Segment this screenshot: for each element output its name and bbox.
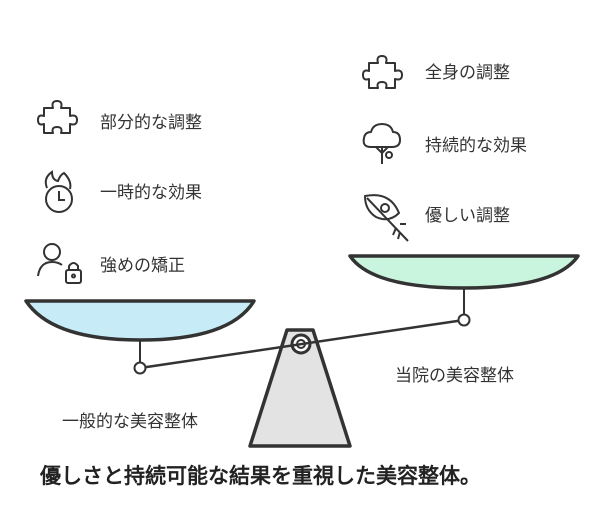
left-pan [24,299,256,342]
user-lock-icon [37,243,82,284]
right-pan [348,254,580,290]
right-pan-caption: 当院の美容整体 [395,366,514,386]
left-item-label: 部分的な調整 [100,113,202,133]
scale-beam [139,318,465,370]
clock-fire-icon [44,170,73,213]
fulcrum [248,328,352,448]
right-item-label: 優しい調整 [425,206,510,226]
left-pan-caption: 一般的な美容整体 [62,412,198,432]
left-item-label: 一時的な効果 [100,183,202,203]
left-joint [133,361,147,375]
puzzle-icon [37,100,78,134]
right-joint [457,313,471,327]
right-item-label: 持続的な効果 [425,136,527,156]
puzzle-icon [362,55,403,89]
tree-icon [362,123,401,164]
left-item-label: 強めの矯正 [100,256,185,276]
footer-summary: 優しさと持続可能な結果を重視した美容整体。 [40,464,481,488]
feather-icon [364,194,409,242]
right-item-label: 全身の調整 [425,63,510,83]
